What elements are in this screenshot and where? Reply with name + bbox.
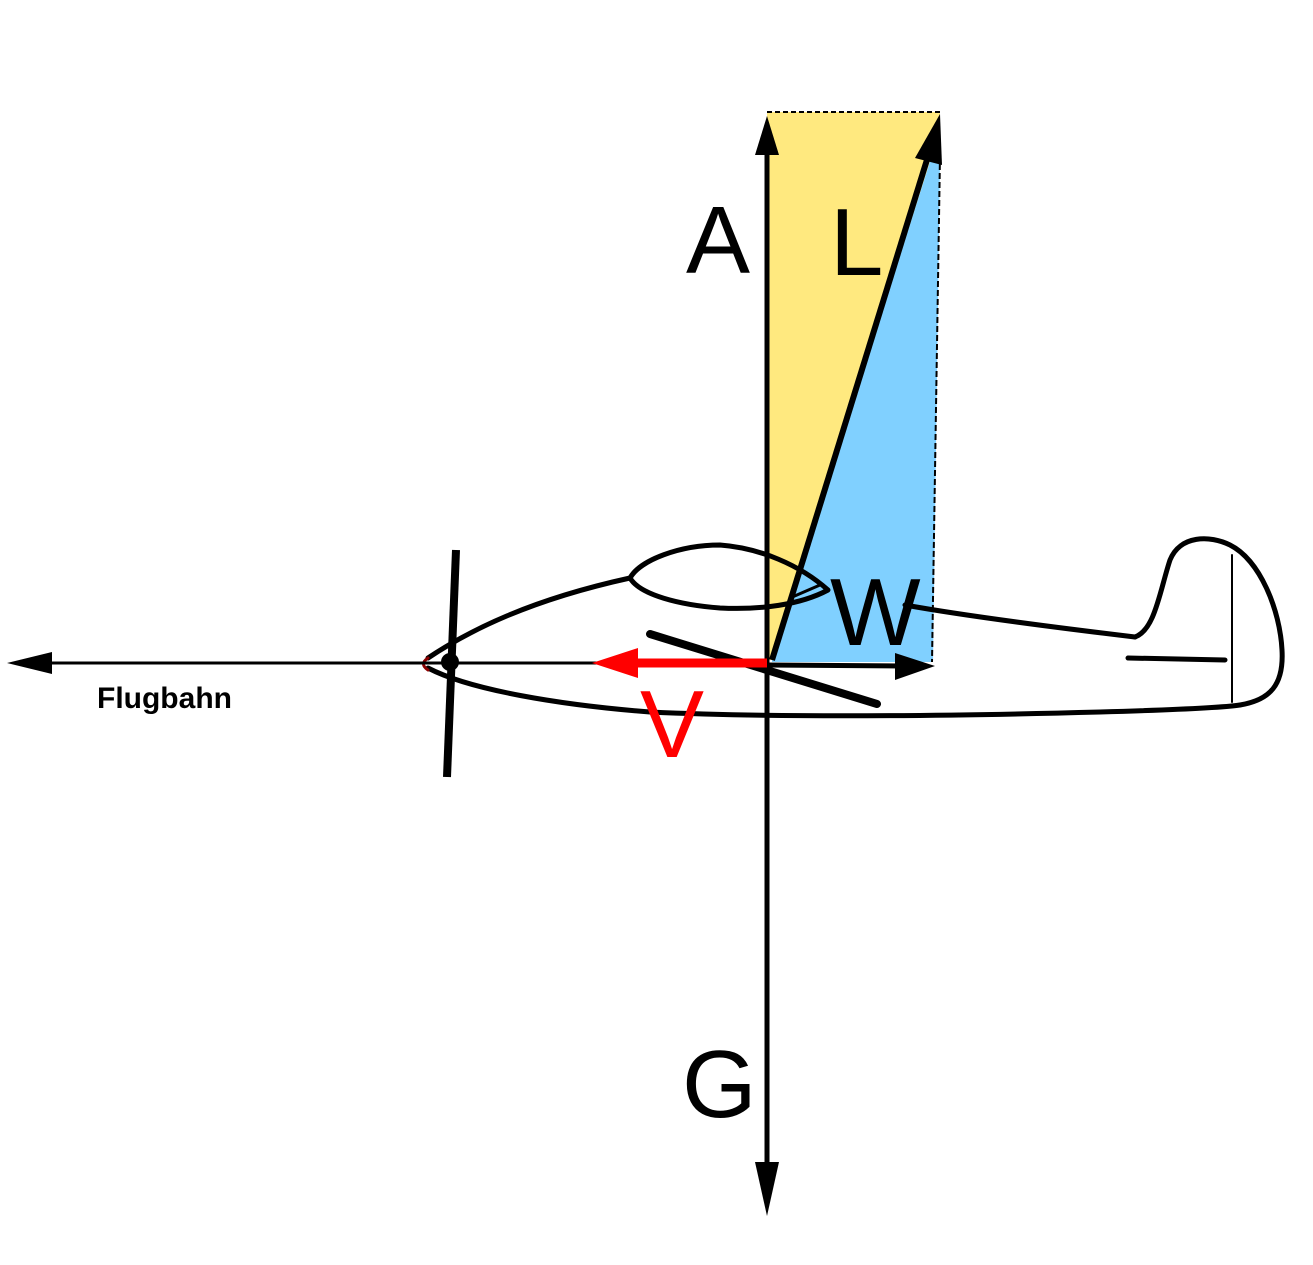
lift-label: A	[686, 187, 750, 294]
weight-arrowhead	[755, 1162, 779, 1216]
resultant-arrowhead	[915, 114, 942, 165]
lift-arrowhead	[755, 116, 779, 155]
weight-label: G	[682, 1031, 757, 1138]
resultant-vector	[769, 149, 933, 661]
thrust-label: V	[640, 671, 704, 778]
flight-path-label: Flugbahn	[97, 682, 232, 715]
drag-vector	[766, 662, 901, 669]
resultant-label: L	[830, 189, 883, 296]
drag-label: W	[830, 559, 921, 666]
drag-arrowhead	[895, 653, 935, 680]
thrust-arrowhead	[592, 648, 638, 678]
parallelogram-side-dashed	[931, 154, 941, 663]
flight-path-arrowhead	[7, 652, 52, 674]
